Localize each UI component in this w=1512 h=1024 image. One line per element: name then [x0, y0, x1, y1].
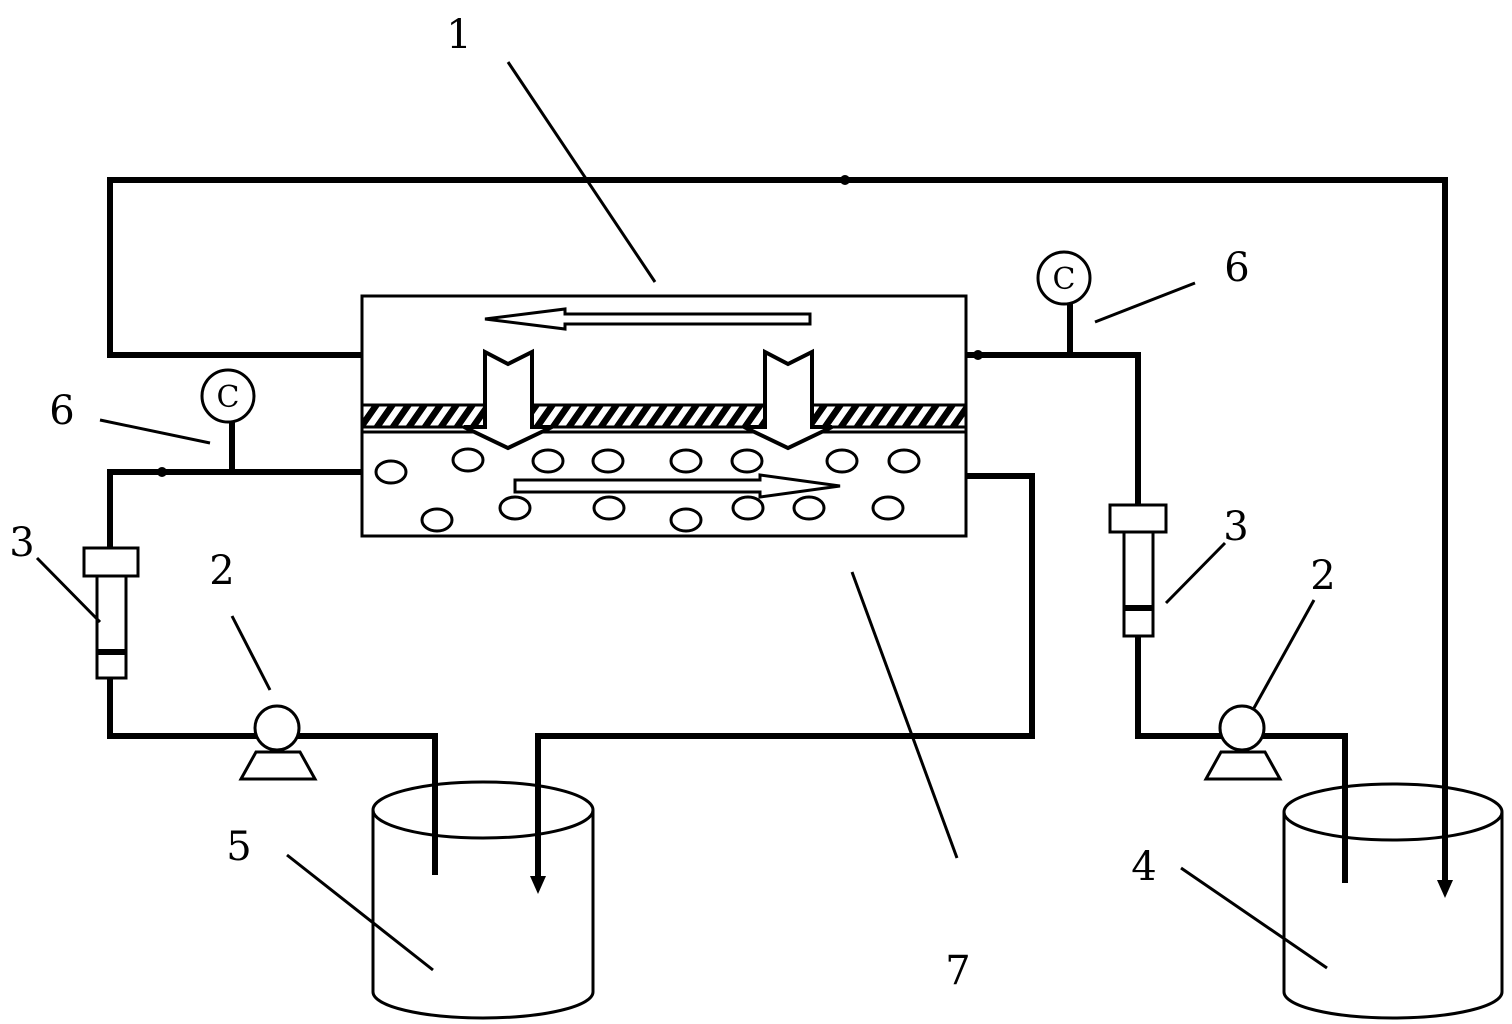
label-gauge-right: 6: [1224, 245, 1249, 291]
pump-base: [1203, 750, 1283, 781]
left-flowmeter-to-pump-pipe: [107, 675, 258, 739]
pump-left: [238, 704, 318, 781]
left-feed-pipe: [107, 469, 365, 551]
membrane-module: [360, 294, 968, 538]
top-return-pipe: [107, 177, 1448, 888]
pressure-gauge-icon: [200, 368, 256, 424]
top-flow-arrow: [484, 307, 812, 331]
label-flowmeter-left: 3: [9, 520, 34, 566]
draw-solution-bubbles: [374, 447, 921, 533]
bottom-channel-return-pipe: [535, 473, 1035, 881]
pressure-gauge-right: C: [1036, 250, 1092, 306]
label-module: 1: [446, 12, 471, 58]
pressure-gauge-left: C: [200, 368, 256, 424]
tank-icon: [1282, 812, 1504, 1020]
label-pump-right: 2: [1310, 553, 1335, 599]
flowmeter-left: [82, 546, 140, 680]
pressure-gauge-icon: [1036, 250, 1092, 306]
gauge-symbol-right: C: [1053, 262, 1076, 297]
permeation-arrow-left: [463, 348, 553, 451]
membrane-layer: [360, 403, 968, 429]
label-tank-right: 4: [1131, 844, 1156, 890]
flowmeter-icon: [1108, 503, 1168, 534]
tank-left: [371, 780, 595, 1020]
junction-dot-top: [840, 175, 850, 185]
bottom-flow-arrow: [513, 473, 841, 499]
junction-dot-left: [157, 467, 167, 477]
flowmeter-right: [1108, 503, 1168, 638]
tank-icon: [371, 810, 595, 1020]
pump-base: [238, 750, 318, 781]
label-pump-left: 2: [209, 548, 234, 594]
junction-dot-right: [973, 350, 983, 360]
label-bottom-channel: 7: [945, 948, 970, 994]
flowmeter-icon: [82, 546, 140, 578]
pump-icon: [1218, 704, 1266, 752]
pump-icon: [253, 704, 301, 752]
leader-lines: [35, 61, 1328, 972]
label-tank-left: 5: [226, 824, 251, 870]
label-gauge-left: 6: [49, 388, 74, 434]
tank-right: [1282, 782, 1504, 1020]
permeation-arrow-right: [743, 348, 833, 451]
label-flowmeter-right: 3: [1223, 504, 1248, 550]
number-labels: 1 6 6 3 3 2 2 5 4 7: [9, 12, 1335, 994]
right-flowmeter-to-pump-pipe: [1135, 633, 1223, 739]
right-feed-pipe: [963, 352, 1141, 508]
pump-right: [1203, 704, 1283, 781]
gauge-symbol-left: C: [217, 380, 240, 415]
